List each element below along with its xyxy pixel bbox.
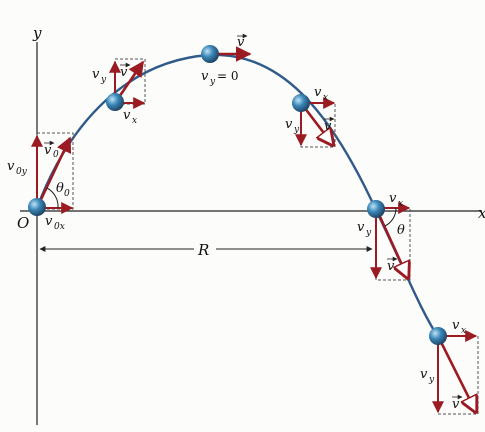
ball-below [429,327,447,345]
vy-apex-label: v [201,69,209,84]
v0x-label-sub: 0x [54,222,65,232]
v-below-vector [436,335,476,412]
vx-below-label-sub: x [461,326,466,336]
v0y-label: v [7,159,15,174]
trajectory-curve [35,53,441,341]
vy-landing-label-sub: y [365,228,372,238]
vy-rising-label: v [92,67,100,82]
vx-rising-label: v [123,108,131,123]
theta0-label-sub: 0 [64,189,70,199]
vy-apex-label-sub: y [209,77,216,87]
vx-landing-label-sub: x [398,199,403,209]
vx-descending-label-sub: x [323,93,328,103]
vy-below-label-sub: y [428,375,435,385]
vy-apex-label-eq: = 0 [217,69,239,83]
y-axis-label: y [32,24,42,42]
vx-below-label: v [452,318,460,333]
x-axis-label: x [478,204,485,222]
v0x-label: v [45,214,53,229]
theta-landing-label: θ [397,223,405,238]
v0-label-sub: 0 [53,150,59,160]
range-label: R [197,241,209,259]
ball-apex [201,45,219,63]
v-apex-label: v [237,35,245,50]
v-descending-label: v [324,119,332,134]
theta0-arc [46,187,59,209]
origin-label: O [17,214,29,232]
v0-vector [35,136,72,209]
ball-rising [106,93,124,111]
v-landing-label: v [387,259,395,274]
ball-landing [367,200,385,218]
vx-landing-label: v [389,191,397,206]
vy-below-label: v [420,367,428,382]
vx-rising-label-sub: x [132,116,137,126]
theta-landing-arc [384,207,397,227]
v-landing-vector [374,207,408,278]
theta0-label: θ [56,181,64,196]
ball-launch [28,198,46,216]
vy-descending-label-sub: y [293,125,300,135]
v-below-label: v [452,397,460,412]
vx-descending-label: v [314,85,322,100]
vy-rising-label-sub: y [100,75,107,85]
vy-landing-label: v [357,220,365,235]
v-rising-label: v [120,65,128,80]
ball-descending [292,94,310,112]
v0y-label-sub: 0y [16,167,28,177]
v0-label: v [44,143,52,158]
vy-descending-label: v [285,117,293,132]
